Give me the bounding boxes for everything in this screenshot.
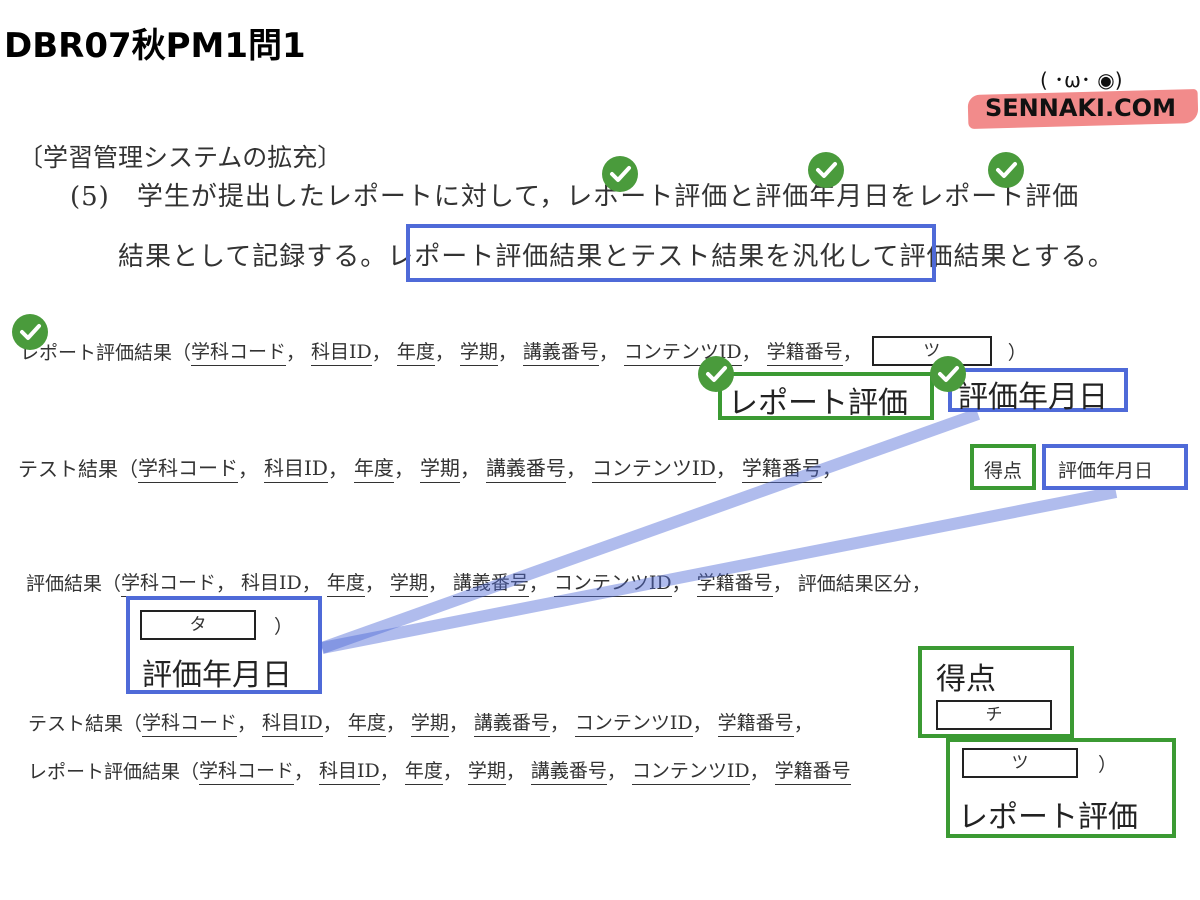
attr: 学期 — [467, 756, 506, 785]
attr: 年度 — [326, 568, 365, 597]
annotation-report-eval-2: ツ ） レポート評価 — [946, 738, 1176, 838]
annotation-score-box: 得点 — [970, 444, 1036, 490]
annotation-eval-date-2: 評価年月日 — [1042, 444, 1188, 490]
relation-name: 評価結果（ — [26, 573, 122, 595]
blank-box-chi: チ — [936, 700, 1052, 730]
annotation-report-eval-1: レポート評価 — [718, 372, 934, 421]
attr: 学籍番号 — [741, 452, 822, 483]
annotation-label: レポート評価 — [728, 386, 908, 421]
check-icon — [808, 152, 844, 188]
check-icon — [602, 156, 638, 192]
attr: コンテンツID — [574, 708, 693, 737]
annotation-label: レポート評価 — [958, 800, 1138, 835]
paragraph-highlight: レポート評価結果とテスト結果を汎化し — [387, 242, 873, 272]
attr: 講義番号 — [530, 756, 607, 785]
paragraph-line-2: 結果として記録する。レポート評価結果とテスト結果を汎化して評価結果とする。 — [118, 236, 1115, 273]
annotation-label: 得点 — [936, 662, 996, 697]
attr-score: 得点 — [984, 460, 1023, 482]
annotation-label: 評価年月日 — [142, 658, 292, 693]
attr: 学期 — [459, 337, 498, 366]
blank-box-ta: タ — [140, 610, 256, 640]
attr: 科目ID — [262, 708, 323, 737]
annotation-label: 評価年月日 — [958, 380, 1108, 415]
attr: 学科コード — [199, 756, 295, 785]
attr: コンテンツID — [631, 756, 750, 785]
paragraph-line-2-post: て評価結果とする。 — [872, 242, 1115, 272]
close-paren: ） — [274, 616, 294, 638]
relation-name: テスト結果（ — [28, 713, 143, 735]
logo-text: SENNAKI.COM — [985, 94, 1176, 122]
attr: 学籍番号 — [696, 568, 773, 597]
attr: 学籍番号 — [774, 756, 851, 785]
attr: 年度 — [404, 756, 443, 785]
close-paren: ） — [1098, 754, 1118, 776]
relation-name: レポート評価結果（ — [20, 341, 192, 364]
paragraph-line-1: (5) 学生が提出したレポートに対して，レポート評価と評価年月日をレポート評価 — [70, 182, 1080, 212]
page-title: DBR07秋PM1問1 — [4, 26, 306, 66]
relation-name: レポート評価結果（ — [28, 761, 200, 783]
relation-report-result-2: レポート評価結果（ 学科コード， 科目ID， 年度， 学期， 講義番号， コンテ… — [28, 756, 851, 785]
attr: 講義番号 — [485, 452, 566, 483]
attr: 学科コード — [142, 708, 238, 737]
attr: 学期 — [389, 568, 428, 597]
attr: コンテンツID — [591, 452, 716, 483]
attr: 講義番号 — [452, 568, 529, 597]
logo-face: ( ･ω･ ◉) — [1040, 68, 1123, 92]
attr: 科目ID — [311, 337, 372, 366]
attr: 年度 — [353, 452, 394, 483]
attr: 学期 — [419, 452, 460, 483]
relation-test-result-1: テスト結果（ 学科コード， 科目ID， 年度， 学期， 講義番号， コンテンツI… — [18, 452, 848, 483]
attr: 学科コード — [138, 452, 238, 483]
attr: 科目ID — [264, 452, 328, 483]
attr: 講義番号 — [522, 337, 599, 366]
check-icon — [988, 152, 1024, 188]
relation-name: テスト結果（ — [18, 457, 138, 481]
attr: 講義番号 — [473, 708, 550, 737]
attr: 年度 — [396, 337, 435, 366]
attr: コンテンツID — [553, 568, 672, 597]
section-heading: 〔学習管理システムの拡充〕 — [18, 143, 343, 172]
attr: 学科コード — [191, 337, 287, 366]
annotation-eval-date-1: 評価年月日 — [948, 368, 1128, 415]
relation-report-result-1: レポート評価結果（ 学科コード， 科目ID， 年度， 学期， 講義番号， コンテ… — [20, 336, 1027, 366]
attr: 学期 — [410, 708, 449, 737]
paragraph-line-2-pre: 結果として記録する。 — [118, 242, 388, 272]
annotation-eval-date-3: タ ） 評価年月日 — [126, 596, 322, 694]
highlight-generalize-box — [406, 224, 936, 282]
attr-eval-category: 評価結果区分， — [797, 573, 931, 595]
attr: 学籍番号 — [717, 708, 794, 737]
attr: 科目ID — [319, 756, 380, 785]
relation-eval-result: 評価結果（ 学科コード， 科目ID， 年度， 学期， 講義番号， コンテンツID… — [26, 568, 931, 597]
check-icon — [698, 356, 734, 392]
attr: 年度 — [347, 708, 386, 737]
relation-test-result-2: テスト結果（ 学科コード， 科目ID， 年度， 学期， 講義番号， コンテンツI… — [28, 708, 819, 737]
close-paren: ） — [1007, 341, 1027, 364]
attr: 学籍番号 — [766, 337, 843, 366]
attr-eval-date: 評価年月日 — [1058, 460, 1154, 482]
check-icon — [930, 356, 966, 392]
annotation-score-2: 得点 チ — [918, 646, 1074, 738]
connector-line-date-1 — [319, 408, 981, 654]
check-icon — [12, 314, 48, 350]
blank-box-tsu-2: ツ — [962, 748, 1078, 778]
connector-line-date-2 — [320, 486, 1118, 654]
